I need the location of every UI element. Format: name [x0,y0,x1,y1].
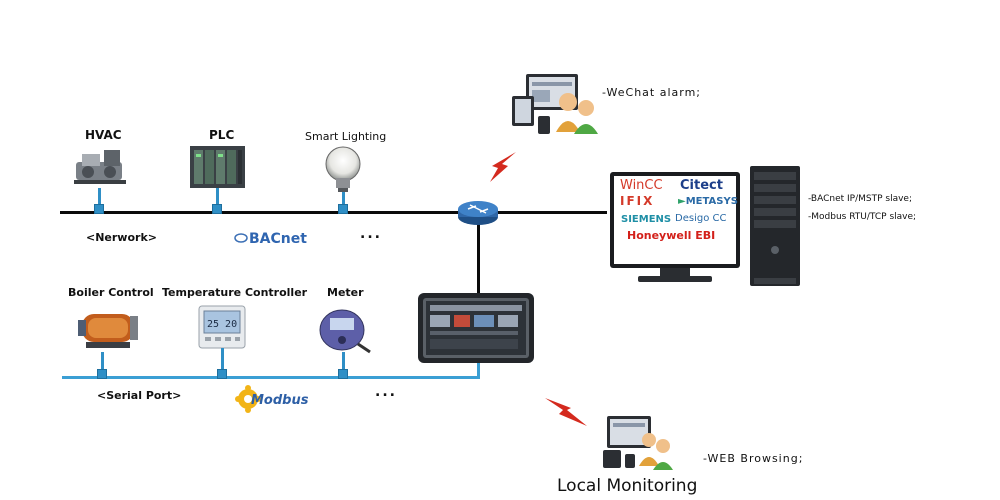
scada-monitor [610,172,740,288]
network-bus-label: <Nerwork> [86,231,157,244]
bacnet-logo: BACnet [234,228,314,252]
page-title: Local Monitoring [557,476,698,496]
plc-label: PLC [209,128,235,142]
hvac-label: HVAC [85,128,122,142]
light-bulb-icon [321,146,365,198]
wechat-clients-icon [512,74,598,140]
web-clients-icon [603,416,673,474]
wincc-logo: WinCC [620,178,663,193]
thermostat-stub [221,348,224,376]
temperature-controller-label: Temperature Controller [162,286,308,299]
wireless-lightning-icon-bottom [543,396,589,432]
plc-rack-icon [190,146,245,192]
meter-icon [318,304,371,360]
network-ellipsis: ... [360,226,382,242]
hvac-stub [98,188,101,211]
plc-stub [216,188,219,211]
metasys-text: METASYS [685,196,738,207]
gateway-router-link [477,214,480,300]
svg-text:Modbus: Modbus [251,393,309,408]
desigo-logo: Desigo CC [675,213,727,224]
siemens-logo: SIEMENS [621,214,672,225]
svg-text:BACnet: BACnet [249,231,307,247]
lighting-node [338,204,348,214]
router-icon [456,200,500,230]
pc-tower-icon [750,166,800,292]
gateway-serial-link [477,362,480,378]
metasys-mark-icon: ► [678,196,686,207]
svg-text:25 20: 25 20 [207,319,237,330]
boiler-label: Boiler Control [68,286,154,299]
citect-logo: Citect [680,178,723,193]
meter-stub [342,352,345,376]
web-browsing-label: -WEB Browsing; [703,452,804,465]
boiler-icon [78,306,140,356]
serial-bus [62,376,480,379]
lighting-stub [342,192,345,211]
wechat-alarm-label: -WeChat alarm; [602,86,702,99]
metasys-logo: ►METASYS [678,196,738,207]
plc-node [212,204,222,214]
meter-node [338,369,348,379]
ifix-logo: IFIX [620,194,655,208]
smart-lighting-label: Smart Lighting [305,130,387,143]
thermostat-icon: 25 20 [198,305,246,352]
modbus-slave-note: -Modbus RTU/TCP slave; [808,212,917,222]
hvac-node [94,204,104,214]
hvac-chiller-icon [74,148,132,190]
serial-ellipsis: ... [375,384,397,400]
touch-panel-icon [418,293,534,367]
network-bus [60,211,607,214]
boiler-stub [101,352,104,376]
modbus-logo: Modbus [235,385,322,417]
meter-label: Meter [327,286,364,299]
honeywell-logo: Honeywell EBI [627,229,716,242]
boiler-node [97,369,107,379]
thermostat-node [217,369,227,379]
wireless-lightning-icon-top [486,150,520,188]
bacnet-slave-note: -BACnet IP/MSTP slave; [808,194,912,204]
serial-bus-label: <Serial Port> [97,389,182,402]
